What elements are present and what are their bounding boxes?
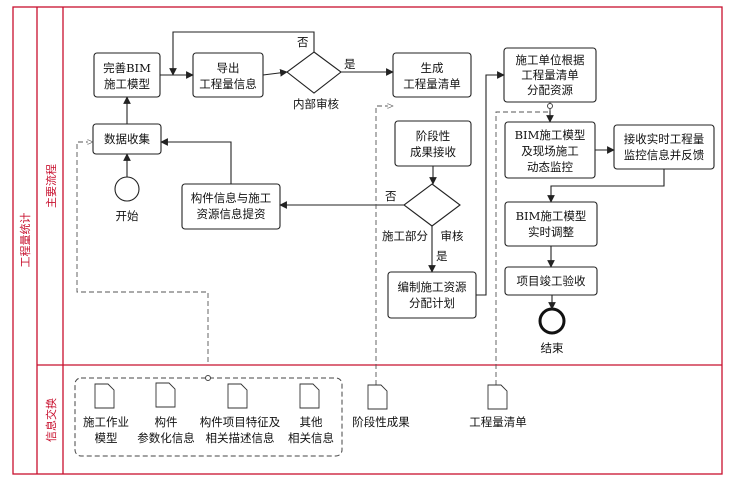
edge-label-yes2: 是 [436, 249, 448, 263]
node-data-collect: 数据收集 [92, 123, 162, 155]
doc-other-info: 其他 相关信息 [288, 383, 334, 445]
exchange-docs-group [74, 377, 343, 457]
node-export-qty-line2: 工程量信息 [199, 77, 257, 91]
node-data-collect-label: 数据收集 [104, 132, 150, 146]
edge-extract-to-collect [160, 138, 232, 184]
lane-outer-label: 工程量统计 [19, 213, 32, 268]
decision-internal-audit: 内部审核 [286, 51, 342, 111]
doc-other-info-line2: 相关信息 [288, 431, 334, 445]
document-icon [299, 383, 320, 409]
node-contractor-allocate-line3: 分配资源 [527, 83, 573, 97]
document-icon [94, 383, 115, 409]
start-node: 开始 [114, 176, 140, 223]
node-bim-adjust-line1: BIM施工模型 [516, 209, 587, 223]
doc-stage-result-label: 阶段性成果 [352, 415, 410, 429]
doc-stage-result: 阶段性成果 [352, 384, 410, 429]
lane-main-label: 主要流程 [44, 164, 58, 208]
node-bim-monitor-line1: BIM施工模型 [515, 128, 586, 142]
end-node: 结束 [538, 307, 566, 355]
exchange-docs-junction [205, 375, 211, 381]
doc-feature-desc: 构件项目特征及 相关描述信息 [200, 383, 281, 445]
node-gen-list-line1: 生成 [421, 61, 444, 75]
node-component-extract-line1: 构件信息与施工 [191, 191, 272, 205]
node-perfect-bim-line2: 施工模型 [104, 77, 150, 91]
doc-work-model-line2: 模型 [95, 431, 118, 445]
doc-feature-desc-line2: 相关描述信息 [206, 431, 275, 445]
doc-param-info: 构件 参数化信息 [137, 382, 195, 445]
node-contractor-allocate: 施工单位根据 工程量清单 分配资源 [503, 47, 597, 103]
node-receive-feedback-line1: 接收实时工程量 [624, 132, 705, 146]
doc-param-info-line1: 构件 [155, 415, 178, 429]
edge-label-no2: 否 [385, 189, 397, 203]
document-icon [155, 382, 176, 408]
node-component-extract: 构件信息与施工 资源信息提资 [181, 183, 281, 230]
node-receive-feedback-line2: 监控信息并反馈 [624, 148, 705, 162]
dash-docs-to-collect [76, 142, 209, 362]
outer-frame [12, 6, 723, 475]
node-bim-monitor: BIM施工模型 及现场施工 动态监控 [504, 121, 596, 179]
decision-internal-audit-label: 内部审核 [293, 97, 339, 111]
doc-qty-list: 工程量清单 [469, 384, 527, 429]
node-acceptance: 项目竣工验收 [504, 266, 598, 296]
lane-exchange-label: 信息交换 [44, 398, 58, 442]
edge-audit-no-back [169, 31, 315, 76]
node-export-qty: 导出 工程量信息 [192, 52, 264, 98]
doc-work-model: 施工作业 模型 [83, 383, 129, 445]
doc-other-info-line1: 其他 [300, 415, 323, 429]
decision-construction-audit-label-left: 施工部分 [382, 229, 428, 243]
document-icon [487, 384, 508, 410]
node-bim-monitor-line2: 及现场施工 [521, 144, 579, 158]
decision-construction-audit-label-right: 审核 [441, 229, 464, 243]
edge-feedback-to-adjust [547, 169, 665, 203]
node-perfect-bim-line1: 完善BIM [103, 61, 151, 75]
node-component-extract-line2: 资源信息提资 [197, 207, 266, 221]
doc-feature-desc-line1: 构件项目特征及 [200, 415, 281, 429]
node-stage-result-line1: 阶段性 [416, 129, 451, 143]
document-icon [367, 384, 388, 410]
node-gen-list: 生成 工程量清单 [392, 52, 472, 98]
doc-work-model-line1: 施工作业 [83, 415, 129, 429]
node-export-qty-line1: 导出 [217, 61, 240, 75]
edge-label-no1: 否 [297, 35, 309, 49]
end-label: 结束 [541, 341, 564, 355]
node-gen-list-line2: 工程量清单 [403, 77, 461, 91]
node-receive-feedback: 接收实时工程量 监控信息并反馈 [613, 124, 715, 170]
node-perfect-bim: 完善BIM 施工模型 [93, 52, 161, 98]
node-compile-plan-line2: 分配计划 [409, 296, 455, 310]
document-icon [227, 383, 248, 409]
dash-stage-doc-to-list [375, 106, 393, 385]
node-contractor-allocate-line1: 施工单位根据 [516, 53, 585, 67]
dash-list-junction [547, 103, 553, 109]
start-label: 开始 [116, 209, 139, 223]
node-bim-adjust-line2: 实时调整 [528, 225, 574, 239]
node-stage-result: 阶段性 成果接收 [394, 120, 472, 167]
node-compile-plan-line1: 编制施工资源 [398, 280, 467, 294]
node-bim-monitor-line3: 动态监控 [527, 160, 573, 174]
edge-export-to-audit [262, 69, 288, 77]
node-acceptance-label: 项目竣工验收 [517, 274, 586, 288]
node-stage-result-line2: 成果接收 [410, 145, 456, 159]
node-bim-adjust: BIM施工模型 实时调整 [504, 201, 598, 247]
edge-label-yes1: 是 [344, 57, 356, 71]
edge-plan-to-contractor [476, 71, 505, 296]
doc-qty-list-label: 工程量清单 [469, 415, 527, 429]
doc-param-info-line2: 参数化信息 [137, 431, 195, 445]
node-compile-plan: 编制施工资源 分配计划 [387, 271, 477, 319]
node-contractor-allocate-line2: 工程量清单 [521, 68, 579, 82]
